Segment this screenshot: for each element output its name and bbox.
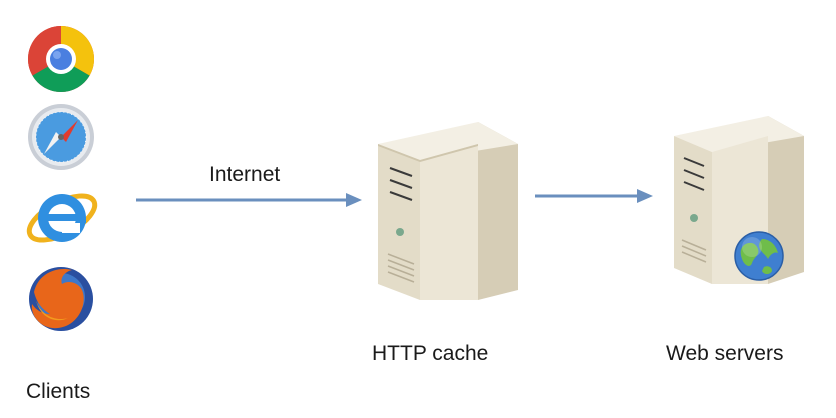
origin-arrow [533,186,657,206]
globe-icon [732,229,786,283]
internet-explorer-icon [22,180,102,254]
chrome-icon [26,24,96,94]
cache-label: HTTP cache [372,342,488,366]
internet-arrow [134,190,366,210]
safari-icon [26,102,96,172]
server-tower-icon [368,114,520,304]
firefox-icon [26,264,96,334]
clients-group [20,20,104,350]
internet-label: Internet [209,163,280,187]
clients-label: Clients [26,380,90,404]
servers-label: Web servers [666,342,783,366]
